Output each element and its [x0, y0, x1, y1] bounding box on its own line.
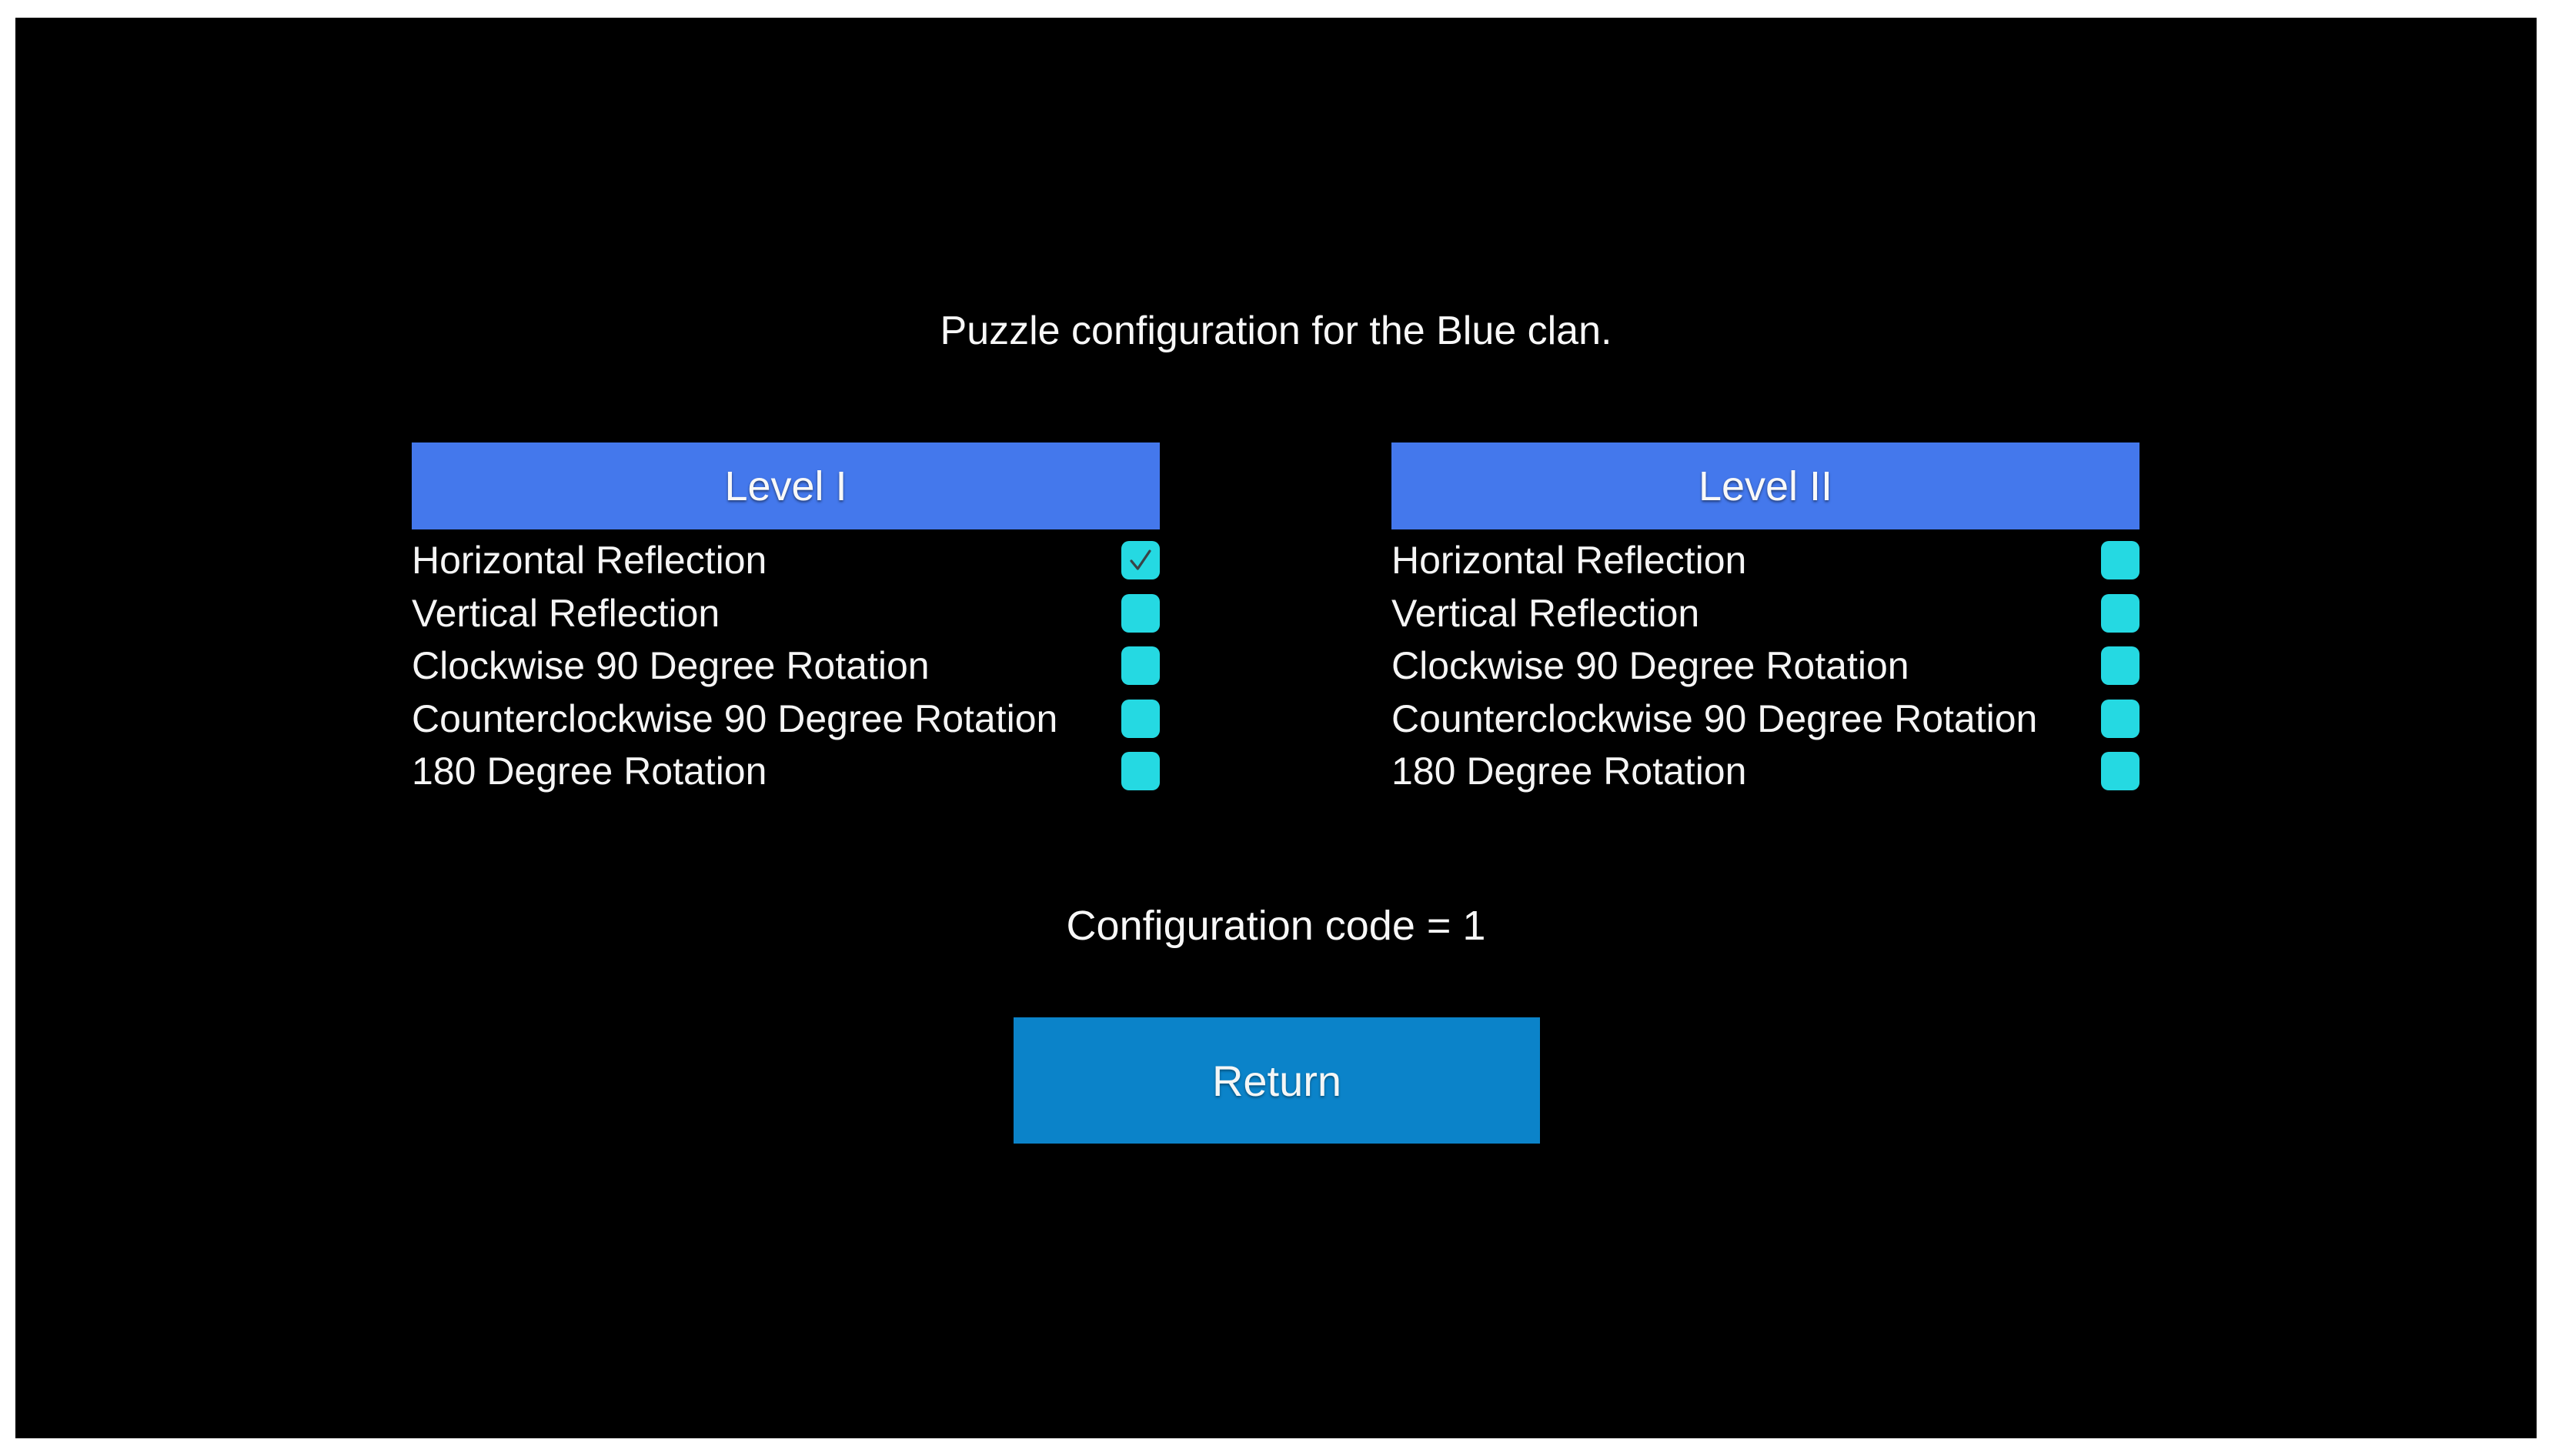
checkbox-level1-horizontal-reflection[interactable]	[1121, 541, 1160, 579]
option-row: 180 Degree Rotation	[1391, 752, 2139, 790]
option-row: Horizontal Reflection	[1391, 541, 2139, 579]
level1-panel: Level I Horizontal Reflection Vertical R…	[412, 442, 1160, 805]
option-row: Clockwise 90 Degree Rotation	[1391, 646, 2139, 685]
checkbox-level1-counterclockwise-90-rotation[interactable]	[1121, 699, 1160, 738]
level1-header: Level I	[412, 442, 1160, 529]
option-label: 180 Degree Rotation	[412, 750, 767, 793]
checkbox-level1-clockwise-90-rotation[interactable]	[1121, 646, 1160, 685]
option-row: Clockwise 90 Degree Rotation	[412, 646, 1160, 685]
checkbox-level2-horizontal-reflection[interactable]	[2101, 541, 2139, 579]
option-label: Horizontal Reflection	[1391, 539, 1747, 582]
return-button-label: Return	[1211, 1056, 1342, 1105]
checkbox-level1-180-rotation[interactable]	[1121, 752, 1160, 790]
checkbox-level2-counterclockwise-90-rotation[interactable]	[2101, 699, 2139, 738]
level2-options: Horizontal Reflection Vertical Reflectio…	[1391, 541, 2139, 805]
option-row: Counterclockwise 90 Degree Rotation	[412, 696, 1160, 740]
check-icon	[1130, 549, 1151, 570]
option-row: Vertical Reflection	[1391, 591, 2139, 635]
option-row: Counterclockwise 90 Degree Rotation	[1391, 696, 2139, 740]
checkbox-level2-180-rotation[interactable]	[2101, 752, 2139, 790]
level2-panel: Level II Horizontal Reflection Vertical …	[1391, 442, 2139, 805]
option-label: Counterclockwise 90 Degree Rotation	[1391, 696, 2038, 740]
checkbox-level1-vertical-reflection[interactable]	[1121, 593, 1160, 633]
option-label: Clockwise 90 Degree Rotation	[1391, 644, 1909, 687]
option-row: Horizontal Reflection	[412, 541, 1160, 579]
option-label: Horizontal Reflection	[412, 539, 767, 582]
option-row: 180 Degree Rotation	[412, 752, 1160, 790]
option-label: Counterclockwise 90 Degree Rotation	[412, 696, 1058, 740]
checkbox-level2-vertical-reflection[interactable]	[2101, 593, 2139, 633]
page-title: Puzzle configuration for the Blue clan.	[940, 309, 1612, 353]
level2-header: Level II	[1391, 442, 2139, 529]
checkbox-level2-clockwise-90-rotation[interactable]	[2101, 646, 2139, 685]
option-label: Vertical Reflection	[412, 591, 720, 635]
return-button[interactable]: Return	[1014, 1017, 1540, 1144]
option-row: Vertical Reflection	[412, 591, 1160, 635]
option-label: Vertical Reflection	[1391, 591, 1700, 635]
option-label: 180 Degree Rotation	[1391, 750, 1747, 793]
configuration-code-text: Configuration code = 1	[1066, 903, 1486, 949]
option-label: Clockwise 90 Degree Rotation	[412, 644, 930, 687]
level1-options: Horizontal Reflection Vertical Reflectio…	[412, 541, 1160, 805]
